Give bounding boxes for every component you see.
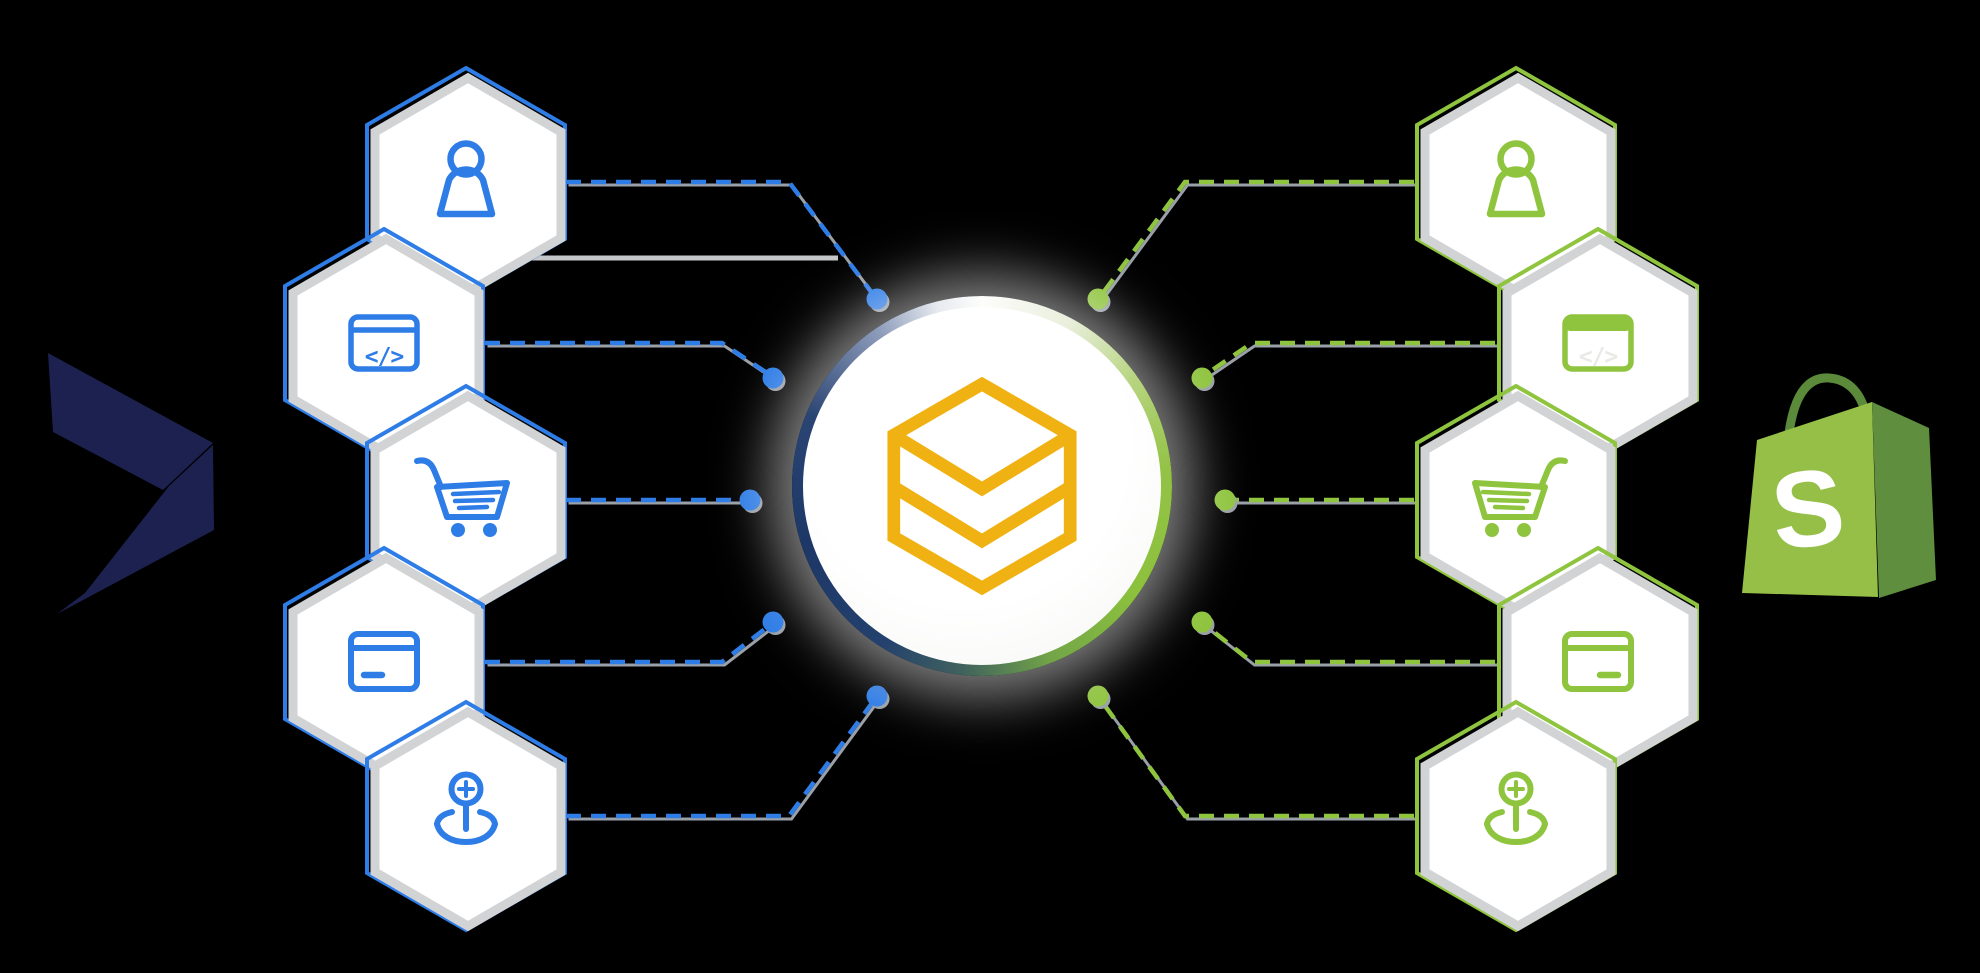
connector-line — [1098, 179, 1414, 299]
hub-circle — [792, 296, 1172, 676]
left-connector-shadows — [487, 183, 879, 821]
connector-dot — [762, 367, 786, 391]
connector-shadow — [1206, 344, 1498, 380]
dynamics-logo-bottom-shape — [57, 445, 214, 614]
connector-line — [1203, 623, 1495, 665]
stack-layer-middle — [890, 481, 1074, 549]
connector-line — [566, 697, 877, 819]
connector-line — [485, 340, 772, 377]
connector-dot — [1191, 367, 1215, 391]
connector-line — [485, 623, 772, 665]
shopify-bag-front — [1742, 402, 1878, 597]
shopify-bag-handle — [1784, 373, 1871, 434]
connector-dot — [1191, 611, 1215, 635]
connector-shadow — [1101, 701, 1417, 821]
dynamics-logo-top-shape — [48, 353, 213, 490]
shopify-bag-side — [1872, 402, 1936, 598]
connector-shadow — [1101, 183, 1417, 301]
connector-dot — [1214, 489, 1238, 513]
right-connectors — [1098, 179, 1495, 819]
connector-shadow — [487, 344, 774, 380]
connector-dot — [1087, 685, 1111, 709]
shopify-logo: S — [1742, 373, 1936, 598]
connector-dot — [739, 489, 763, 513]
connector-shadow — [1206, 626, 1498, 667]
stack-layer-top — [890, 429, 1074, 497]
connector-shadow — [568, 701, 879, 821]
connector-line — [566, 179, 877, 299]
connector-line — [1203, 340, 1495, 377]
connector-dot — [866, 288, 890, 312]
data-stack-icon — [887, 376, 1077, 596]
connector-shadow — [487, 626, 774, 667]
connector-shadow — [568, 183, 879, 301]
connector-line — [1098, 697, 1414, 819]
shopify-letter: S — [1766, 445, 1850, 573]
left-connectors — [485, 179, 877, 819]
dynamics-365-logo — [48, 353, 214, 614]
